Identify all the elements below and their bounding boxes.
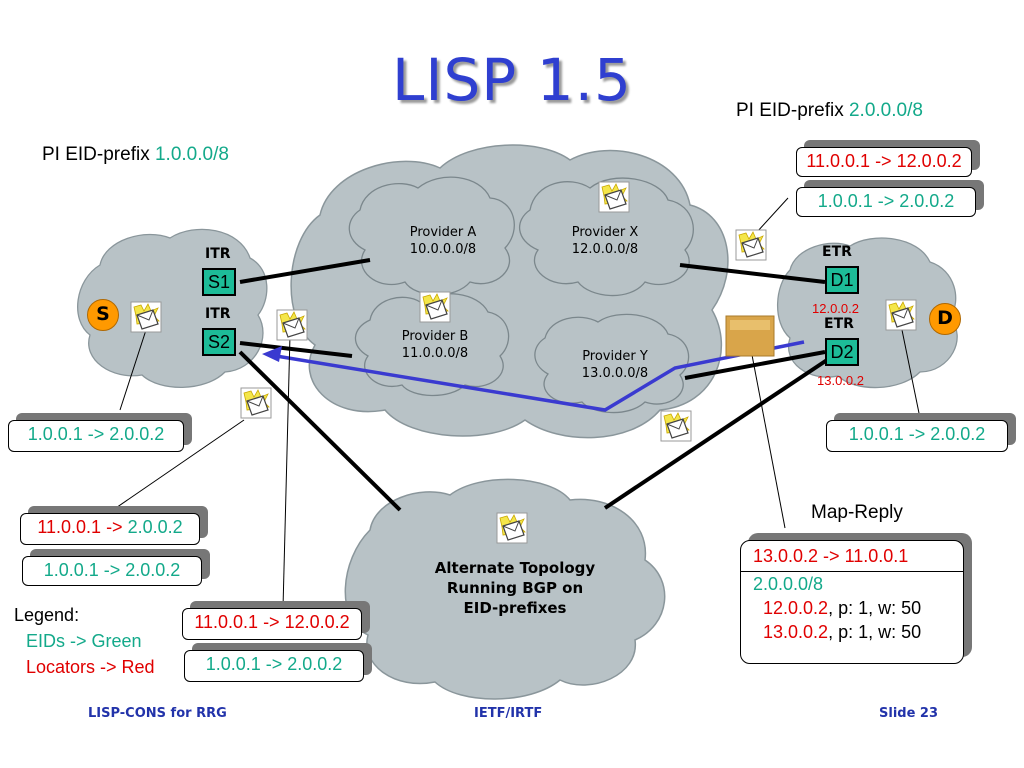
provider-prefix: 12.0.0.0/8 <box>571 242 639 257</box>
provider-y-label: Provider Y 13.0.0.0/8 <box>570 348 660 382</box>
provider-a-label: Provider A 10.0.0.0/8 <box>398 224 488 258</box>
router-d1[interactable]: D1 <box>825 266 859 294</box>
packet-bottom-inner: 1.0.0.1 -> 2.0.0.2 <box>184 650 364 682</box>
router-s1[interactable]: S1 <box>202 268 236 296</box>
envelope-icon <box>276 309 308 341</box>
packet-encap-outer: 11.0.0.1 -> 2.0.0.2 <box>20 513 200 545</box>
map-reply-arrowhead <box>262 346 282 362</box>
alt-line: Running BGP on <box>446 579 584 597</box>
callout-lines <box>109 197 921 609</box>
footer-right: Slide 23 <box>879 706 939 721</box>
map-reply-rloc-row: 13.0.0.2, p: 1, w: 50 <box>741 620 963 644</box>
outer-src: 11.0.0.1 -> <box>37 517 123 537</box>
right-site-prefix: PI EID-prefix 2.0.0.0/8 <box>736 100 923 122</box>
provider-name: Provider X <box>571 225 639 240</box>
outer-dst: 2.0.0.2 <box>127 517 183 537</box>
packet-host-s: 1.0.0.1 -> 2.0.0.2 <box>8 420 184 452</box>
link-s2-alt <box>238 350 402 512</box>
link-s2-provider-b <box>239 341 353 358</box>
packet-host-d: 1.0.0.1 -> 2.0.0.2 <box>826 420 1008 452</box>
rloc-attrs: , p: 1, w: 50 <box>828 598 922 618</box>
provider-name: Provider Y <box>582 349 648 364</box>
map-reply-rloc-row: 12.0.0.2, p: 1, w: 50 <box>741 596 963 620</box>
legend-title: Legend: <box>14 605 80 625</box>
prefix-value: 1.0.0.0/8 <box>154 144 229 165</box>
provider-x-label: Provider X 12.0.0.0/8 <box>560 224 650 258</box>
links <box>238 258 829 512</box>
router-s2[interactable]: S2 <box>202 328 236 356</box>
etr2-role: ETR <box>824 316 854 332</box>
envelope-icon <box>496 512 528 544</box>
link-x-d1 <box>679 263 826 284</box>
link-s1-provider-a <box>239 258 371 284</box>
host-s[interactable]: S <box>87 299 119 331</box>
legend-eids: EIDs -> Green <box>26 631 142 651</box>
alt-line: EID-prefixes <box>463 599 567 617</box>
host-d[interactable]: D <box>929 303 961 335</box>
etr1-role: ETR <box>822 244 852 260</box>
footer-center: IETF/IRTF <box>474 706 543 721</box>
provider-name: Provider A <box>409 225 477 240</box>
packet-outer-header: 11.0.0.1 -> 12.0.0.2 <box>796 147 972 177</box>
rloc: 12.0.0.2 <box>763 598 829 618</box>
packet-encap-inner: 1.0.0.1 -> 2.0.0.2 <box>22 556 202 586</box>
footer-left: LISP-CONS for RRG <box>88 706 227 721</box>
provider-y-cloud <box>534 313 690 414</box>
itr1-role: ITR <box>205 246 231 262</box>
d2-rloc: 13.0.0.2 <box>817 373 864 388</box>
envelope-icon <box>735 229 767 261</box>
alt-label: Alternate Topology Running BGP on EID-pr… <box>420 558 610 618</box>
legend: Legend: EIDs -> Green Locators -> Red <box>14 602 155 680</box>
map-reply-label: Map-Reply <box>811 502 903 523</box>
legend-locators: Locators -> Red <box>26 657 155 677</box>
provider-a-cloud <box>348 176 515 296</box>
slide-title: LISP 1.5 <box>392 46 632 114</box>
provider-prefix: 10.0.0.0/8 <box>409 242 477 257</box>
prefix-value: 2.0.0.0/8 <box>848 100 923 121</box>
prefix-label: PI EID-prefix <box>736 100 844 121</box>
map-reply-box: 13.0.0.2 -> 11.0.0.1 2.0.0.0/8 12.0.0.2,… <box>740 540 964 664</box>
provider-b-label: Provider B 11.0.0.0/8 <box>390 328 480 362</box>
envelope-icon <box>598 181 630 213</box>
alt-cloud <box>344 478 666 700</box>
alt-line: Alternate Topology <box>434 559 596 577</box>
prefix-label: PI EID-prefix <box>42 144 150 165</box>
rloc: 13.0.0.2 <box>763 622 829 642</box>
envelope-icon <box>240 387 272 419</box>
envelope-icon <box>885 299 917 331</box>
itr2-role: ITR <box>205 306 231 322</box>
provider-name: Provider B <box>401 329 469 344</box>
provider-prefix: 13.0.0.0/8 <box>581 366 649 381</box>
map-reply-eid-prefix: 2.0.0.0/8 <box>753 574 824 594</box>
rloc-attrs: , p: 1, w: 50 <box>828 622 922 642</box>
packet-inner-header: 1.0.0.1 -> 2.0.0.2 <box>796 187 976 217</box>
envelope-icon <box>660 410 692 442</box>
link-d2-alt <box>603 358 829 510</box>
provider-x-cloud <box>519 177 694 297</box>
link-y-d2 <box>684 350 826 380</box>
d1-rloc: 12.0.0.2 <box>812 301 859 316</box>
left-site-prefix: PI EID-prefix 1.0.0.0/8 <box>42 144 229 166</box>
map-reply-envelope-icon <box>725 315 775 357</box>
packet-bottom-outer: 11.0.0.1 -> 12.0.0.2 <box>182 608 362 640</box>
provider-prefix: 11.0.0.0/8 <box>401 346 469 361</box>
envelope-icon <box>419 291 451 323</box>
envelope-icon <box>130 301 162 333</box>
router-d2[interactable]: D2 <box>825 338 859 366</box>
map-reply-header: 13.0.0.2 -> 11.0.0.1 <box>741 541 963 572</box>
